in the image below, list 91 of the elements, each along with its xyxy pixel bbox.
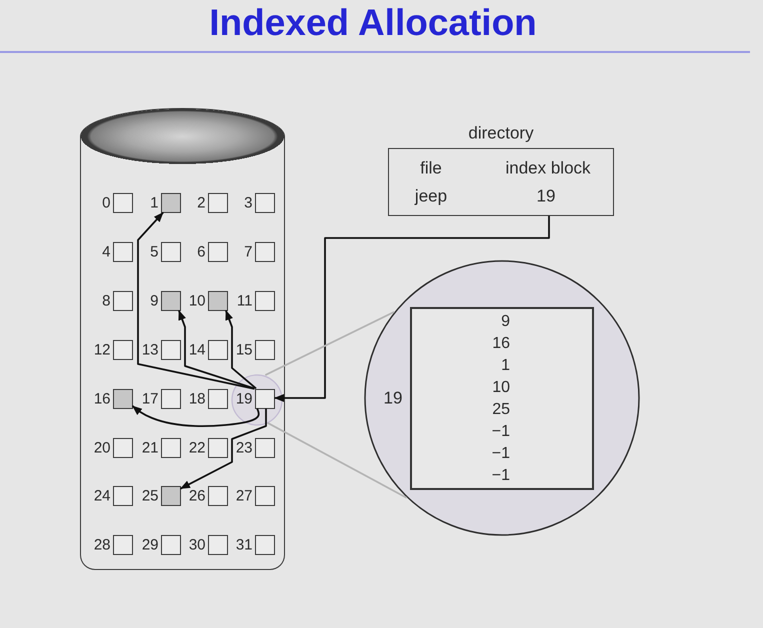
index-block (410, 307, 594, 490)
index-entry: −1 (492, 446, 510, 462)
block-number: 21 (142, 440, 158, 455)
index-entry: 16 (492, 336, 510, 352)
index-entry: 25 (492, 402, 510, 418)
arrow (274, 216, 550, 402)
disk-block (208, 486, 228, 506)
disk-block (112, 388, 132, 408)
block-number: 9 (150, 293, 158, 308)
block-number: 27 (236, 488, 252, 503)
block-number: 5 (150, 244, 158, 259)
disk-block (112, 290, 132, 310)
block-number: 19 (236, 391, 252, 406)
disk-block (160, 438, 180, 458)
disk-block (208, 534, 228, 554)
disk-block (208, 192, 228, 212)
disk-block (112, 242, 132, 262)
block-number: 29 (142, 537, 158, 552)
block-number: 26 (188, 488, 206, 503)
disk-block (208, 242, 228, 262)
block-number: 19 (384, 390, 402, 406)
block-number: 17 (142, 391, 158, 406)
disk-block (112, 340, 132, 360)
disk-block (112, 534, 132, 554)
arrow (225, 310, 257, 390)
block-number: 28 (94, 537, 110, 552)
block-number: 16 (94, 391, 110, 406)
block-number: 6 (197, 244, 206, 259)
disk-block (160, 534, 180, 554)
disk-block (254, 290, 274, 310)
highlight-circle (230, 374, 282, 426)
arrow (137, 212, 255, 390)
index-entry: 1 (501, 358, 510, 374)
directory-heading: directory (468, 124, 534, 142)
disk-block (208, 438, 228, 458)
disk-block (160, 192, 180, 212)
column-heading: index block (505, 160, 591, 176)
block-number: 13 (142, 342, 158, 357)
disk-block (208, 340, 228, 360)
zoom-line (264, 311, 395, 376)
disk-block (254, 534, 274, 554)
disk-block (112, 192, 132, 212)
zoom-line (267, 422, 408, 499)
block-number: 30 (188, 537, 206, 552)
block-number: 0 (102, 195, 110, 210)
block-number: 11 (236, 293, 252, 308)
arrow (132, 405, 260, 427)
block-number: 2 (197, 195, 206, 210)
file-name: jeep (414, 188, 448, 204)
disk-block (112, 438, 132, 458)
disk-block (254, 340, 274, 360)
block-number: 15 (236, 342, 252, 357)
block-number: 25 (142, 488, 158, 503)
disk-block (254, 486, 274, 506)
block-number: 19 (536, 188, 556, 204)
disk-block (160, 290, 180, 310)
index-entry: −1 (492, 468, 510, 484)
block-number: 18 (188, 391, 206, 406)
disk-cylinder (80, 108, 285, 570)
block-number: 23 (236, 440, 252, 455)
disk-block (160, 242, 180, 262)
block-number: 8 (102, 293, 110, 308)
zoom-circle (364, 260, 640, 536)
disk-block (160, 340, 180, 360)
disk-block (160, 486, 180, 506)
block-number: 20 (94, 440, 110, 455)
disk-block (112, 486, 132, 506)
title: Indexed Allocation (209, 3, 537, 44)
arrow (178, 310, 255, 390)
disk-block (208, 388, 228, 408)
disk-block (254, 192, 274, 212)
disk-block (254, 242, 274, 262)
disk-block (208, 290, 228, 310)
disk-block (160, 388, 180, 408)
block-number: 7 (244, 244, 252, 259)
column-heading: file (420, 160, 442, 176)
block-number: 31 (236, 537, 252, 552)
index-entry: 10 (492, 380, 510, 396)
disk-block (254, 388, 274, 408)
index-entry: 9 (501, 314, 510, 330)
block-number: 1 (150, 195, 158, 210)
index-entry: −1 (492, 424, 510, 440)
disk-block (254, 438, 274, 458)
arrow (180, 408, 267, 490)
block-number: 22 (188, 440, 206, 455)
block-number: 24 (94, 488, 110, 503)
block-number: 4 (102, 244, 110, 259)
block-number: 12 (94, 342, 110, 357)
block-number: 10 (188, 293, 206, 308)
block-number: 14 (188, 342, 206, 357)
block-number: 3 (244, 195, 252, 210)
